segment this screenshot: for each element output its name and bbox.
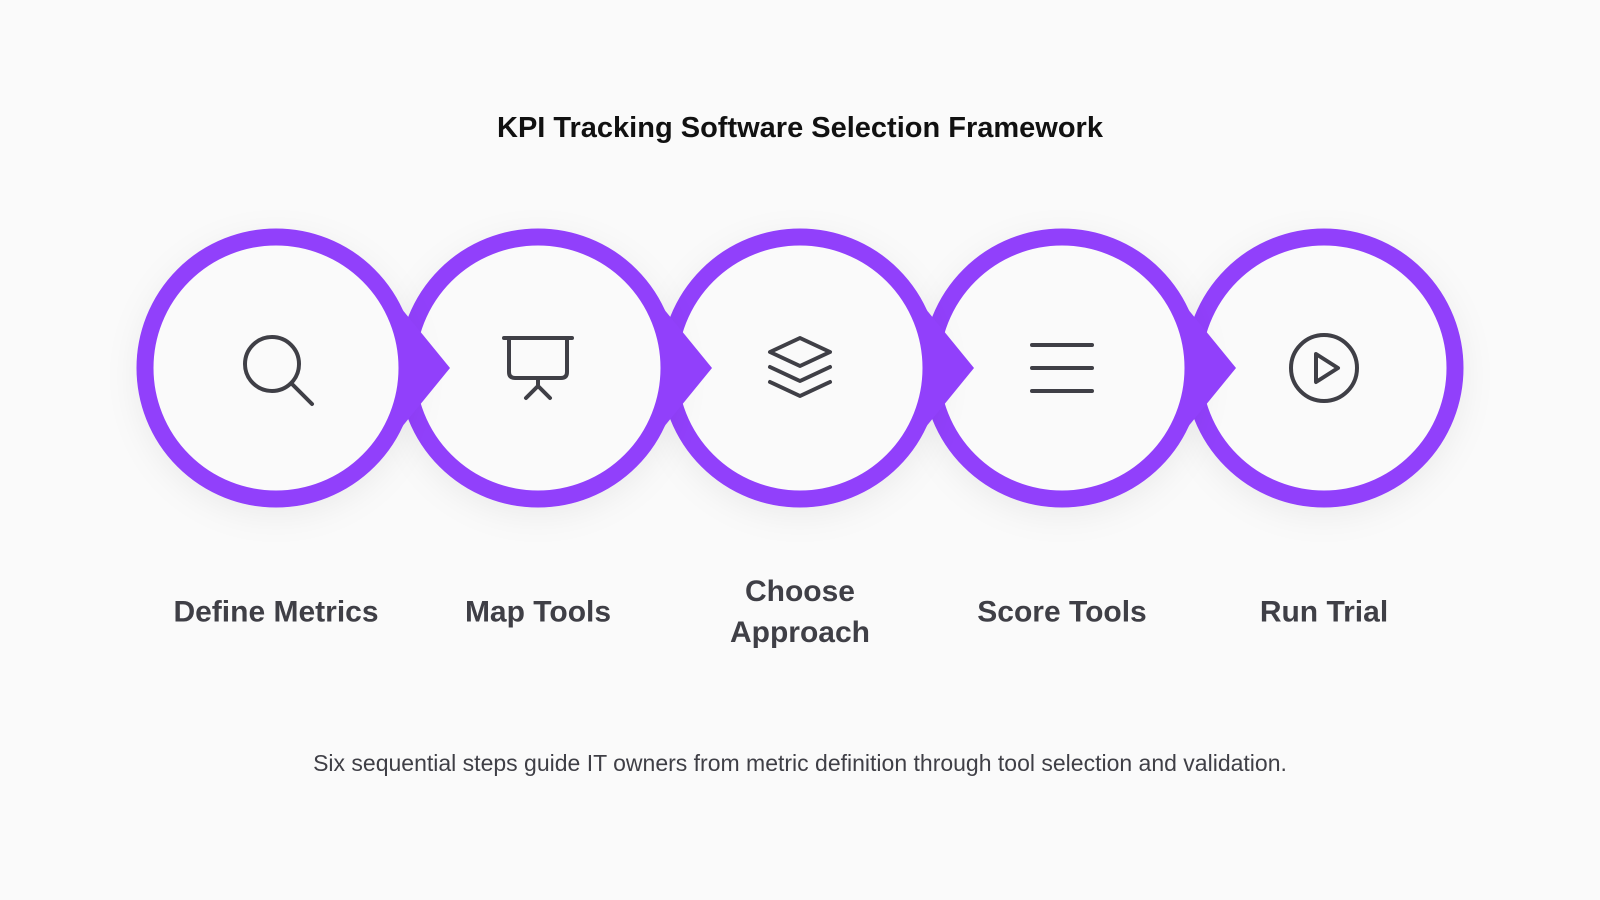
step-label: Choose Approach [729, 575, 870, 649]
diagram-caption: Six sequential steps guide IT owners fro… [313, 750, 1287, 776]
step-ring [660, 228, 974, 508]
layers-icon [768, 336, 832, 398]
step-arrow [663, 308, 712, 428]
step-ring [398, 228, 712, 508]
step-label: Define Metrics [173, 595, 379, 629]
diagram-title: KPI Tracking Software Selection Framewor… [497, 112, 1103, 144]
step-label: Score Tools [977, 595, 1147, 629]
step-label: Run Trial [1259, 595, 1389, 629]
list-icon [1030, 343, 1094, 393]
step-arrow [925, 308, 974, 428]
step-icons [243, 333, 1359, 406]
step-arrow [1187, 308, 1236, 428]
presentation-board-icon [502, 336, 574, 400]
play-circle-icon [1289, 333, 1359, 403]
step-ring [136, 228, 450, 508]
step-arrow [401, 308, 450, 428]
step-label: Map Tools [464, 595, 612, 629]
search-icon [243, 335, 314, 406]
